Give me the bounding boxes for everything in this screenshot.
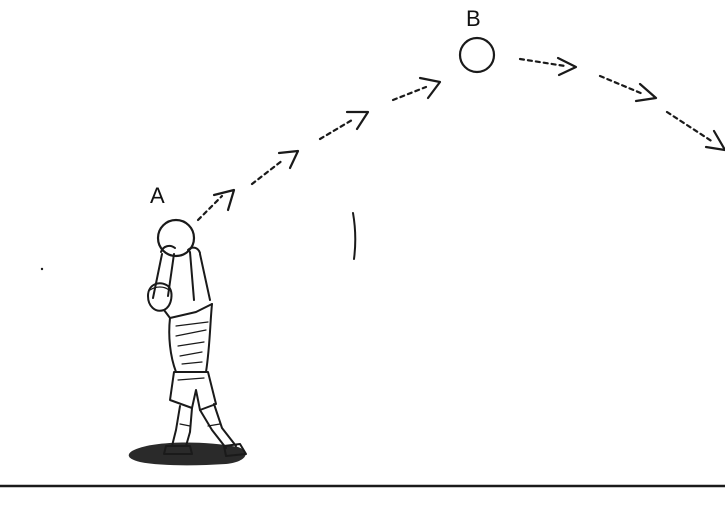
trajectory-arrow [320,112,368,139]
label-point-a: A [150,183,165,208]
trajectory-arrow [520,58,576,75]
basketball-player-figure [129,246,246,465]
trajectory-arrow [198,190,234,220]
trajectory-arrow [600,76,656,101]
trajectory-arrow [393,78,440,100]
pen-mark [353,213,355,259]
ink-speck [41,268,43,270]
ball-at-point-b [460,38,494,72]
label-point-b: B [466,6,481,31]
trajectory-arrow [667,112,725,150]
trajectory-arrow [252,151,298,184]
trajectory-arrows [198,58,725,220]
